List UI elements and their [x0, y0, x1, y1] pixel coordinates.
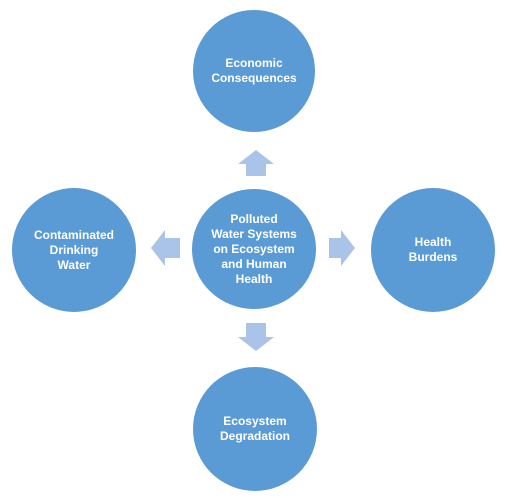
node-ecosystem-degradation: Ecosystem Degradation	[193, 367, 317, 491]
arrow-left	[151, 230, 180, 266]
arrow-down	[238, 323, 274, 351]
arrow-up	[238, 150, 274, 176]
node-health-burdens: Health Burdens	[371, 188, 495, 312]
arrow-right	[329, 230, 355, 266]
node-polluted-water-systems: Polluted Water Systems on Ecosystem and …	[190, 187, 318, 311]
node-economic-consequences: Economic Consequences	[193, 10, 315, 132]
node-contaminated-drinking-water: Contaminated Drinking Water	[12, 188, 136, 312]
